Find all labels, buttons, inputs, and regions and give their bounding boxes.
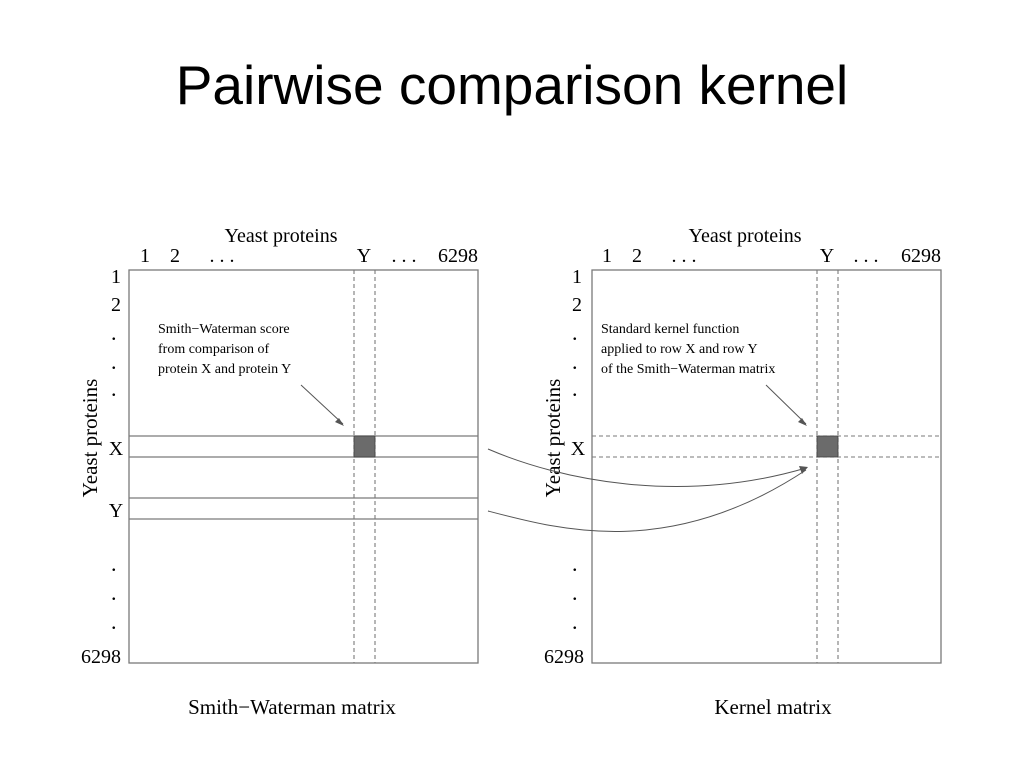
left-col-label-6298: 6298: [438, 245, 478, 267]
right-row-dot: .: [572, 376, 578, 401]
left-row-label-y: Y: [109, 500, 123, 522]
kernel-matrix-box: [591, 269, 942, 664]
left-annotation-line-2: from comparison of: [158, 342, 270, 357]
left-highlighted-cell: [353, 435, 376, 458]
right-col-label-6298: 6298: [901, 245, 941, 267]
smith-waterman-panel: Yeast proteins 1 2 . . . Y . . . 6298 Ye…: [78, 225, 479, 719]
row-y-connector-arrow: [487, 469, 807, 532]
right-row-dot: .: [572, 349, 578, 374]
right-annotation-arrowhead: [798, 418, 807, 426]
left-annotation-arrowhead: [335, 418, 344, 426]
right-row-dot: .: [572, 580, 578, 605]
right-highlighted-cell: [816, 435, 839, 458]
left-row-dot: .: [111, 609, 117, 634]
left-row-label-1: 1: [111, 266, 121, 288]
left-row-dot: .: [111, 580, 117, 605]
right-row-label-6298: 6298: [544, 646, 584, 668]
right-annotation-line-3: of the Smith−Waterman matrix: [601, 362, 775, 377]
left-row-label-2: 2: [111, 294, 121, 316]
right-col-label-ellipsis-2: . . .: [854, 245, 879, 267]
left-annotation-line-3: protein X and protein Y: [158, 362, 291, 377]
left-col-label-2: 2: [170, 245, 180, 267]
right-row-dot: .: [572, 609, 578, 634]
left-caption: Smith−Waterman matrix: [188, 695, 396, 719]
left-row-label-x: X: [109, 438, 124, 460]
right-col-label-ellipsis: . . .: [672, 245, 697, 267]
left-col-label-ellipsis-2: . . .: [392, 245, 417, 267]
right-top-axis-label: Yeast proteins: [689, 225, 802, 247]
row-x-connector-arrow: [487, 448, 807, 487]
left-row-dot: .: [111, 551, 117, 576]
left-col-label-y: Y: [357, 245, 371, 267]
right-row-label-x: X: [571, 438, 586, 460]
left-row-dot: .: [111, 320, 117, 345]
slide-title: Pairwise comparison kernel: [175, 54, 849, 116]
right-caption: Kernel matrix: [714, 695, 832, 719]
left-side-axis-label: Yeast proteins: [78, 379, 102, 498]
right-row-dot: .: [572, 551, 578, 576]
left-annotation-pointer: [300, 384, 344, 425]
right-col-label-y: Y: [820, 245, 834, 267]
left-col-label-ellipsis: . . .: [210, 245, 235, 267]
connector-arrowhead: [799, 466, 808, 474]
right-side-axis-label: Yeast proteins: [541, 379, 565, 498]
left-top-axis-label: Yeast proteins: [225, 225, 338, 247]
left-annotation-line-1: Smith−Waterman score: [158, 322, 290, 337]
right-annotation-line-1: Standard kernel function: [601, 322, 739, 337]
kernel-panel: Yeast proteins 1 2 . . . Y . . . 6298 Ye…: [541, 225, 942, 719]
smith-waterman-matrix-box: [128, 269, 479, 664]
right-col-label-1: 1: [602, 245, 612, 267]
left-row-label-6298: 6298: [81, 646, 121, 668]
right-annotation-line-2: applied to row X and row Y: [601, 342, 758, 357]
right-row-dot: .: [572, 320, 578, 345]
left-col-label-1: 1: [140, 245, 150, 267]
right-row-label-2: 2: [572, 294, 582, 316]
right-col-label-2: 2: [632, 245, 642, 267]
left-row-dot: .: [111, 376, 117, 401]
right-annotation-pointer: [765, 384, 807, 425]
left-row-dot: .: [111, 349, 117, 374]
right-row-label-1: 1: [572, 266, 582, 288]
